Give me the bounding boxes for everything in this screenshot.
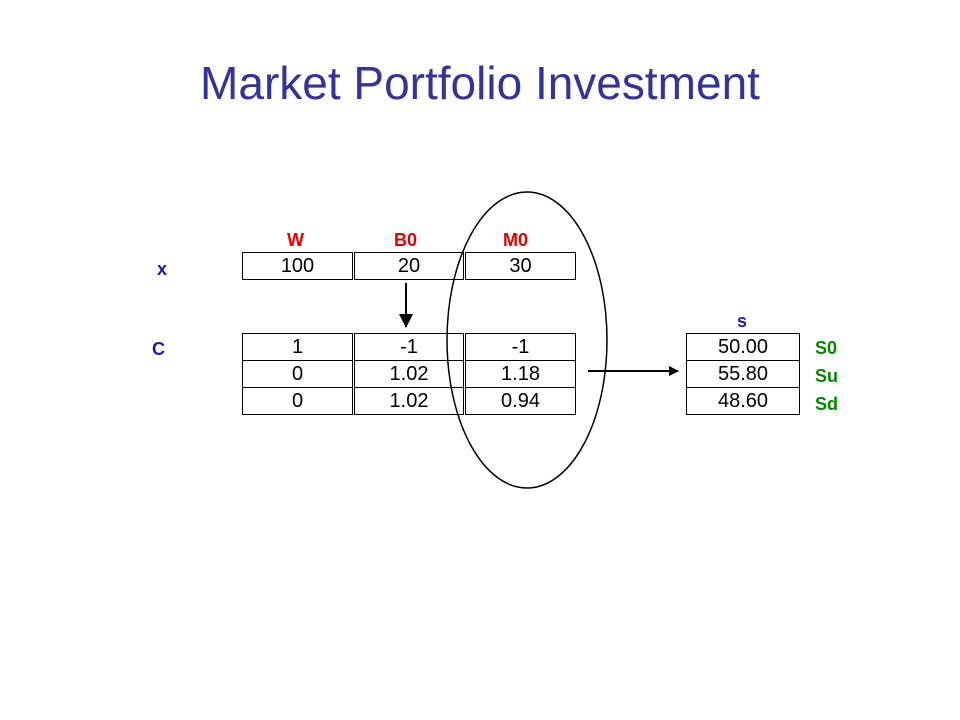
s-cell-2: 48.60 [686, 387, 800, 415]
x-cell-b0: 20 [353, 252, 465, 280]
col-header-w: W [287, 230, 304, 250]
s-cell-1: 55.80 [686, 360, 800, 388]
state-label-su: Su [815, 366, 839, 386]
table-row: 0 1.02 0.94 [242, 387, 576, 415]
s-vector-table: 50.00 55.80 48.60 [686, 333, 800, 415]
c-cell-1-0: 0 [242, 360, 355, 388]
table-row: 0 1.02 1.18 [242, 360, 576, 388]
x-cell-w: 100 [242, 252, 355, 280]
c-cell-1-1: 1.02 [353, 360, 465, 388]
c-cell-2-2: 0.94 [463, 387, 576, 415]
s-cell-0: 50.00 [686, 333, 800, 361]
x-cell-m0: 30 [463, 252, 576, 280]
state-label-sd: Sd [815, 394, 839, 414]
col-header-m0: M0 [503, 230, 529, 250]
row-label-c: C [152, 339, 165, 359]
c-matrix-table: 1 -1 -1 0 1.02 1.18 0 1.02 0.94 [242, 333, 576, 415]
s-header: s [737, 311, 748, 331]
table-row: 50.00 [686, 333, 800, 361]
slide-title: Market Portfolio Investment [200, 57, 760, 109]
c-cell-2-1: 1.02 [353, 387, 465, 415]
c-cell-2-0: 0 [242, 387, 355, 415]
m0-column-ellipse [446, 191, 608, 489]
table-row: 48.60 [686, 387, 800, 415]
row-label-x: x [157, 259, 168, 279]
table-row: 55.80 [686, 360, 800, 388]
x-vector-table: 100 20 30 [242, 252, 576, 280]
state-label-s0: S0 [815, 338, 838, 358]
col-header-b0: B0 [394, 230, 418, 250]
table-row: 100 20 30 [242, 252, 576, 280]
